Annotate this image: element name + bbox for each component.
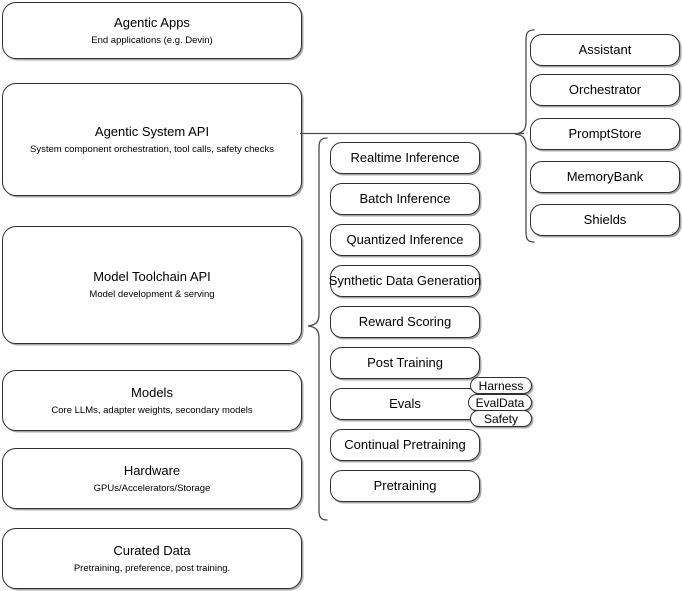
- evals-badge-safety[interactable]: Safety: [470, 410, 532, 427]
- stack-layer-title: Model Toolchain API: [93, 269, 211, 284]
- component-label: Quantized Inference: [346, 232, 464, 247]
- stack-layer-title: Models: [131, 384, 173, 400]
- toolchain-component-continual-pretraining[interactable]: Continual Pretraining: [330, 429, 480, 461]
- component-label: Evals: [389, 396, 421, 411]
- component-label: Post Training: [367, 355, 443, 370]
- agentic-system-connector-line: [300, 132, 524, 135]
- toolchain-component-pretraining[interactable]: Pretraining: [330, 470, 480, 502]
- component-label: MemoryBank: [566, 169, 644, 184]
- stack-layer-subtitle: Core LLMs, adapter weights, secondary mo…: [51, 404, 253, 416]
- stack-layer-agentic-system-api[interactable]: Agentic System API System component orch…: [2, 83, 302, 196]
- toolchain-component-evals[interactable]: Evals: [330, 388, 480, 420]
- component-label: Reward Scoring: [358, 314, 452, 329]
- agentic-component-shields[interactable]: Shields: [530, 204, 680, 236]
- stack-layer-subtitle: End applications (e.g. Devin): [91, 34, 213, 46]
- evals-badge-evaldata[interactable]: EvalData: [468, 394, 532, 411]
- component-label: Realtime Inference: [350, 150, 460, 165]
- stack-layer-title: Hardware: [123, 462, 181, 478]
- agentic-component-memorybank[interactable]: MemoryBank: [530, 161, 680, 193]
- stack-layer-models[interactable]: Models Core LLMs, adapter weights, secon…: [2, 370, 302, 431]
- toolchain-component-realtime-inference[interactable]: Realtime Inference: [330, 142, 480, 174]
- stack-layer-subtitle: Pretraining, preference, post training.: [73, 562, 231, 574]
- stack-layer-subtitle: System component orchestration, tool cal…: [30, 143, 274, 155]
- agentic-component-promptstore[interactable]: PromptStore: [530, 118, 680, 150]
- component-label: Shields: [583, 212, 627, 227]
- component-label: PromptStore: [568, 126, 642, 141]
- stack-layer-subtitle: GPUs/Accelerators/Storage: [93, 482, 211, 494]
- component-label: Assistant: [578, 42, 632, 57]
- stack-layer-title: Agentic Apps: [114, 14, 190, 30]
- stack-layer-title: Agentic System API: [94, 123, 210, 139]
- toolchain-component-reward-scoring[interactable]: Reward Scoring: [330, 306, 480, 338]
- stack-layer-curated-data[interactable]: Curated Data Pretraining, preference, po…: [2, 528, 302, 589]
- stack-layer-model-toolchain-api[interactable]: Model Toolchain API Model development & …: [2, 226, 302, 344]
- stack-layer-subtitle: Model development & serving: [89, 289, 215, 300]
- component-label: Pretraining: [373, 478, 437, 493]
- toolchain-component-batch-inference[interactable]: Batch Inference: [330, 183, 480, 215]
- toolchain-component-synthetic-data-generation[interactable]: Synthetic Data Generation: [328, 265, 482, 297]
- component-label: Continual Pretraining: [344, 437, 466, 452]
- component-label: Orchestrator: [568, 82, 642, 97]
- component-label: Batch Inference: [359, 191, 451, 206]
- evals-badge-harness[interactable]: Harness: [470, 377, 532, 394]
- stack-layer-hardware[interactable]: Hardware GPUs/Accelerators/Storage: [2, 448, 302, 509]
- stack-layer-agentic-apps[interactable]: Agentic Apps End applications (e.g. Devi…: [2, 2, 302, 59]
- agentic-component-orchestrator[interactable]: Orchestrator: [530, 74, 680, 106]
- toolchain-component-post-training[interactable]: Post Training: [330, 347, 480, 379]
- toolchain-component-quantized-inference[interactable]: Quantized Inference: [330, 224, 480, 256]
- component-label: Synthetic Data Generation: [328, 273, 482, 288]
- stack-layer-title: Curated Data: [113, 542, 191, 558]
- toolchain-group-brace: [307, 137, 328, 521]
- agentic-component-assistant[interactable]: Assistant: [530, 34, 680, 66]
